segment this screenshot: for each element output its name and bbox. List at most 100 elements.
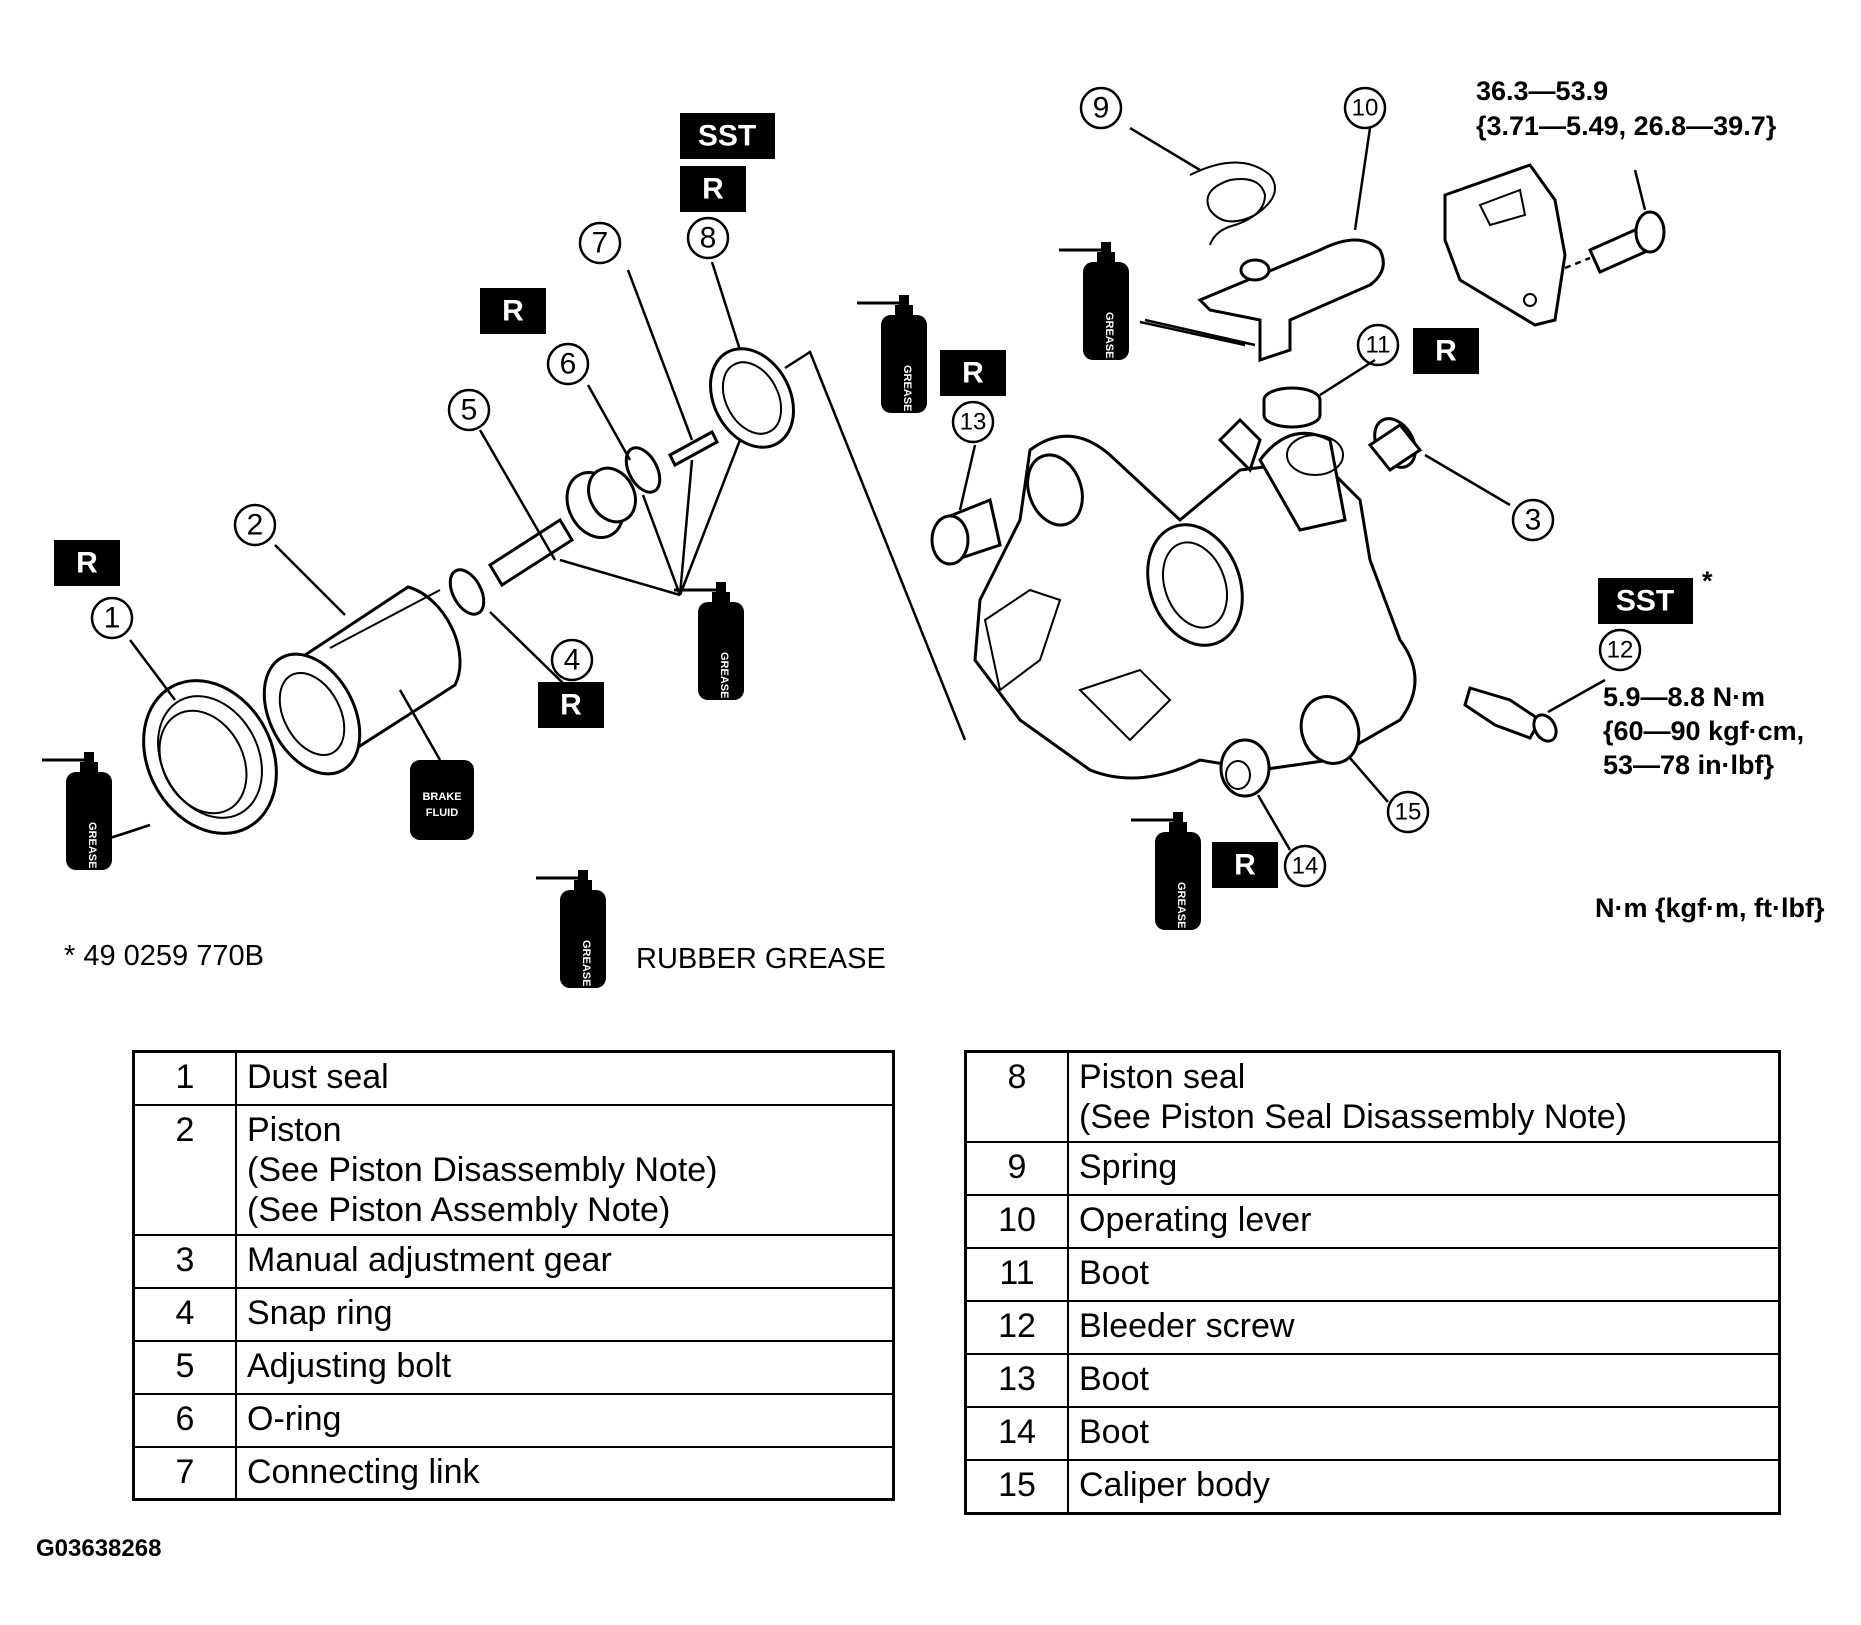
part-description: Boot — [1067, 1353, 1781, 1409]
part-number: 2 — [132, 1103, 237, 1236]
part-number: 7 — [132, 1445, 237, 1501]
torque-bracket-line1: 36.3—53.9 — [1476, 76, 1608, 106]
part-description: O-ring — [235, 1392, 895, 1448]
part-number: 9 — [964, 1141, 1069, 1197]
callout-8: 8 — [686, 216, 730, 260]
callout-9: 9 — [1079, 86, 1123, 130]
replace-tag-13: R — [940, 350, 1006, 396]
svg-text:GREASE: GREASE — [86, 822, 98, 868]
piston-seal-part — [709, 347, 795, 449]
callout-4: 4 — [550, 638, 594, 682]
svg-text:GREASE: GREASE — [580, 940, 592, 986]
svg-text:2: 2 — [247, 509, 264, 542]
svg-text:R: R — [962, 357, 984, 390]
part-description: Bleeder screw — [1067, 1300, 1781, 1356]
torque-bleeder-line1: 5.9—8.8 N·m — [1603, 682, 1765, 712]
svg-text:GREASE: GREASE — [901, 365, 913, 411]
svg-text:R: R — [76, 547, 98, 580]
svg-text:6: 6 — [560, 348, 577, 381]
callout-13: 13 — [951, 400, 995, 444]
part-description: Caliper body — [1067, 1459, 1781, 1515]
replace-tag-11: R — [1413, 328, 1479, 374]
svg-text:13: 13 — [960, 409, 987, 436]
replace-tag-14: R — [1212, 842, 1278, 888]
svg-text:11: 11 — [1366, 332, 1391, 359]
part-number: 5 — [132, 1339, 237, 1395]
callout-5: 5 — [447, 388, 491, 432]
grease-can-icon: GREASE — [672, 580, 746, 702]
svg-text:R: R — [1234, 849, 1256, 882]
part-number: 11 — [964, 1247, 1069, 1303]
part-description: Operating lever — [1067, 1194, 1781, 1250]
callout-11: 11 — [1356, 323, 1400, 367]
callout-15: 15 — [1386, 790, 1430, 834]
part-number: 12 — [964, 1300, 1069, 1356]
svg-text:R: R — [1435, 335, 1457, 368]
svg-text:7: 7 — [592, 227, 609, 260]
part-description: Manual adjustment gear — [235, 1233, 895, 1289]
part-description: Piston (See Piston Disassembly Note) (Se… — [235, 1103, 895, 1236]
piston-part — [262, 585, 462, 776]
callout-10: 10 — [1343, 86, 1387, 130]
part-description: Connecting link — [235, 1445, 895, 1501]
replace-tag-4: R — [538, 682, 604, 728]
sst-tag-12: SST — [1598, 578, 1693, 624]
svg-text:R: R — [502, 295, 524, 328]
o-ring-part — [624, 446, 662, 494]
snap-ring-part — [448, 568, 486, 616]
grease-legend-label: RUBBER GREASE — [636, 943, 886, 975]
boot-13-part — [930, 497, 1002, 566]
part-number: 1 — [132, 1050, 237, 1106]
svg-text:GREASE: GREASE — [1175, 882, 1187, 928]
callout-3: 3 — [1511, 498, 1555, 542]
units-legend: N·m {kgf·m, ft·lbf} — [1595, 893, 1825, 923]
svg-text:8: 8 — [700, 222, 717, 255]
part-number: 13 — [964, 1353, 1069, 1409]
adjusting-bolt-part — [487, 466, 637, 588]
part-description: Boot — [1067, 1247, 1781, 1303]
part-number: 8 — [964, 1050, 1069, 1144]
dust-seal-part — [142, 679, 278, 835]
svg-text:GREASE: GREASE — [1103, 312, 1115, 358]
grease-can-icon: GREASE — [40, 750, 114, 872]
grease-can-icon: GREASE — [855, 293, 929, 415]
replace-tag-6: R — [480, 288, 546, 334]
callout-6: 6 — [546, 342, 590, 386]
callout-14: 14 — [1283, 844, 1327, 888]
svg-text:15: 15 — [1395, 799, 1422, 826]
operating-lever-part — [1197, 238, 1385, 363]
part-description: Dust seal — [235, 1050, 895, 1106]
part-description: Boot — [1067, 1406, 1781, 1462]
svg-text:10: 10 — [1352, 95, 1379, 122]
svg-text:12: 12 — [1607, 637, 1634, 664]
svg-text:5: 5 — [461, 394, 478, 427]
connecting-link-part — [668, 429, 719, 468]
svg-text:R: R — [560, 689, 582, 722]
svg-text:BRAKE: BRAKE — [422, 791, 461, 803]
boot-14-part — [1219, 738, 1271, 798]
grease-can-icon: GREASE — [1057, 240, 1131, 362]
svg-text:1: 1 — [104, 602, 121, 635]
callout-1: 1 — [90, 596, 134, 640]
sst-asterisk: * — [1702, 566, 1713, 596]
part-number: 6 — [132, 1392, 237, 1448]
spring-part — [1189, 161, 1276, 246]
replace-tag-8: R — [680, 166, 746, 212]
boot-11-part — [1262, 386, 1322, 429]
callout-7: 7 — [578, 221, 622, 265]
bleeder-screw-part — [1463, 686, 1558, 743]
svg-text:4: 4 — [564, 644, 581, 677]
brake-fluid-can: BRAKE FLUID — [398, 689, 474, 840]
part-number: 15 — [964, 1459, 1069, 1515]
